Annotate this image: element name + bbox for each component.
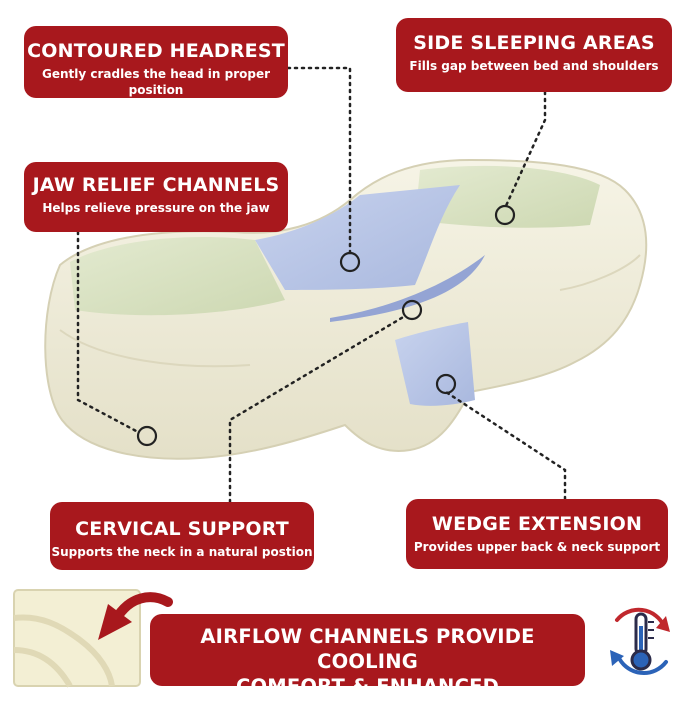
callout-side-sleeping-areas: SIDE SLEEPING AREAS Fills gap between be… [396,18,672,92]
callout-subtitle: Provides upper back & neck support [413,540,661,554]
marker-wedge [435,373,457,395]
leader-lines [76,66,567,504]
jaw-channel [330,255,485,322]
airflow-line-1: AIRFLOW CHANNELS PROVIDE COOLING [200,625,535,673]
curved-arrow-icon [98,592,173,640]
callout-contoured-headrest: CONTOURED HEADREST Gently cradles the he… [24,26,288,98]
callout-wedge-extension: WEDGE EXTENSION Provides upper back & ne… [406,499,668,569]
airflow-line-2: COMFORT & ENHANCED BREATHABILITY [235,675,499,723]
callout-airflow-channels: AIRFLOW CHANNELS PROVIDE COOLING COMFORT… [150,614,585,723]
pillow-illustration [13,66,670,688]
green-zone-left [70,236,285,316]
callout-title: JAW RELIEF CHANNELS [32,174,280,196]
blue-headrest-zone [255,185,460,290]
marker-headrest [339,251,361,273]
marker-jaw [136,425,158,447]
callout-subtitle: Helps relieve pressure on the jaw [42,201,270,215]
pillow-body [44,158,648,460]
callout-subtitle: Fills gap between bed and shoulders [409,59,659,73]
green-zone-right [415,165,600,228]
callout-subtitle: Supports the neck in a natural postion [51,545,313,559]
callout-title: SIDE SLEEPING AREAS [413,32,655,54]
callout-title: CONTOURED HEADREST [27,40,285,62]
callout-title: WEDGE EXTENSION [431,513,643,535]
infographic: CONTOURED HEADREST Gently cradles the he… [13,18,672,723]
callout-title: CERVICAL SUPPORT [75,518,289,540]
marker-side [494,204,516,226]
callout-subtitle: Gently cradles the head in proper positi… [41,67,271,97]
thermometer-cycle-icon [610,607,670,675]
target-markers [136,204,516,447]
callout-cervical-support: CERVICAL SUPPORT Supports the neck in a … [50,502,314,570]
callout-jaw-relief-channels: JAW RELIEF CHANNELS Helps relieve pressu… [24,162,288,232]
marker-cervical [401,299,423,321]
